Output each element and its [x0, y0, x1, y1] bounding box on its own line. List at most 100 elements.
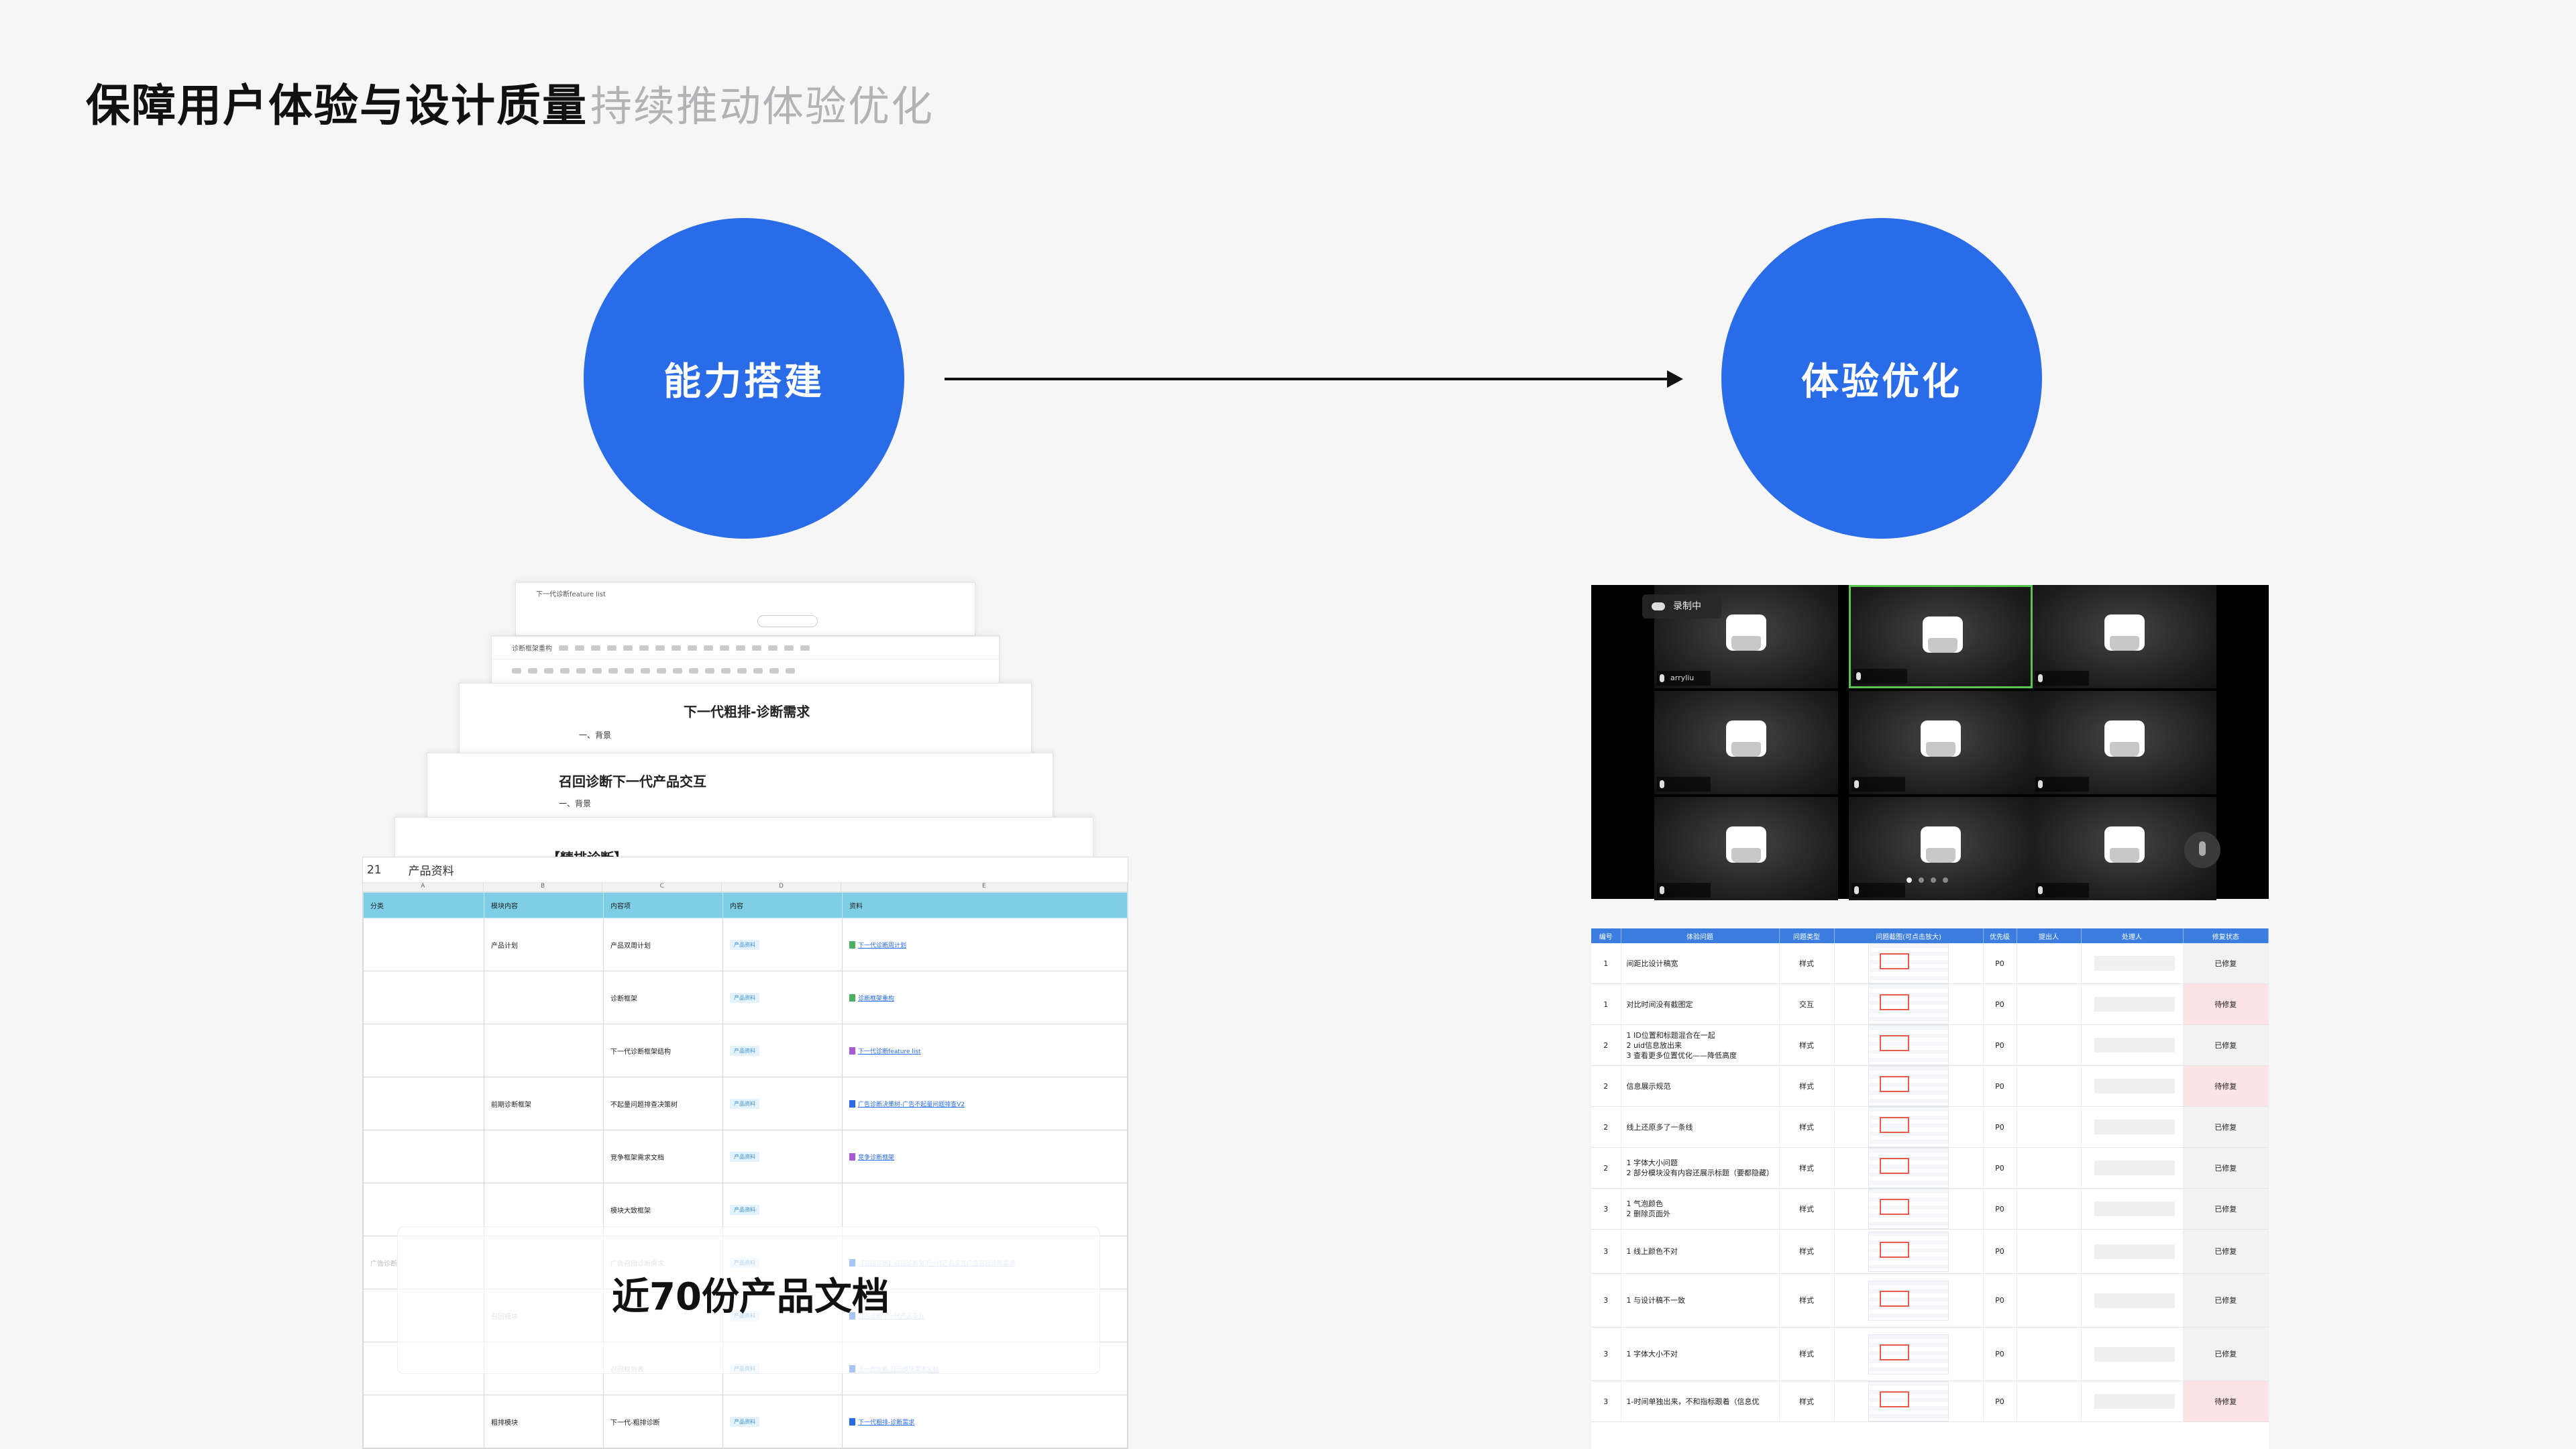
issue-reporter	[2017, 1273, 2082, 1328]
issue-reporter	[2017, 1106, 2082, 1148]
doc-link[interactable]: 下一代诊断feature list	[858, 1048, 921, 1055]
issues-header-cell[interactable]: 编号	[1591, 928, 1621, 943]
issue-status[interactable]: 已修复	[2183, 1106, 2269, 1148]
participant-tile[interactable]	[1849, 691, 2033, 794]
issue-status[interactable]: 待修复	[2183, 1065, 2269, 1107]
issues-header-cell[interactable]: 处理人	[2081, 928, 2184, 943]
issue-assignee-cell	[2081, 983, 2184, 1025]
issue-type: 样式	[1779, 1065, 1835, 1107]
issues-header-cell[interactable]: 提出人	[2017, 928, 2082, 943]
mic-icon	[1854, 886, 1859, 894]
issue-screenshot[interactable]	[1868, 1334, 1949, 1375]
sheet-cell-module	[484, 1130, 604, 1183]
issues-header-cell[interactable]: 问题截图(可点击放大)	[1834, 928, 1984, 943]
issue-screenshot[interactable]	[1868, 984, 1949, 1024]
doc-link[interactable]: 下一代诊断周计划	[858, 942, 907, 949]
issue-description: 信息展示规范	[1621, 1065, 1780, 1107]
issue-screenshot[interactable]	[1868, 943, 1949, 983]
doc-link[interactable]: 下一代粗排-诊断需求	[858, 1419, 915, 1426]
doc-link[interactable]: 竞争诊断框架	[858, 1154, 895, 1161]
sheet-cell-tag: 产品资料	[722, 1077, 843, 1130]
issues-header-cell[interactable]: 问题类型	[1779, 928, 1835, 943]
doc-file-icon	[849, 1153, 855, 1161]
participant-namebar: arryliu	[1657, 671, 1711, 686]
issue-screenshot[interactable]	[1868, 1148, 1949, 1188]
doc-card-section: 一、背景	[559, 799, 592, 808]
issue-type: 交互	[1779, 983, 1835, 1025]
sheet-row: 诊断框架产品资料诊断框架重构	[363, 971, 1128, 1024]
issue-number: 3	[1591, 1327, 1621, 1381]
participant-tile[interactable]	[1654, 797, 1838, 900]
participant-avatar	[2104, 720, 2145, 757]
docs-count-overlay	[397, 1226, 1100, 1374]
participant-namebar	[1851, 883, 1905, 898]
issues-header-cell[interactable]: 修复状态	[2183, 928, 2269, 943]
sheet-cell-category	[363, 1024, 484, 1077]
sheet-cell-category	[363, 971, 484, 1024]
participant-tile[interactable]	[1849, 797, 2033, 900]
issue-screenshot[interactable]	[1868, 1066, 1949, 1106]
issue-status[interactable]: 已修复	[2183, 1229, 2269, 1274]
page-dots[interactable]	[1907, 877, 1948, 883]
mindmap-node	[757, 615, 818, 627]
issue-type: 样式	[1779, 943, 1835, 984]
mute-button[interactable]	[2184, 832, 2220, 868]
issue-status[interactable]: 待修复	[2183, 1381, 2269, 1422]
participant-namebar	[1851, 777, 1905, 792]
issue-screenshot[interactable]	[1868, 1231, 1949, 1272]
issues-table: 编号 体验问题 问题类型 问题截图(可点击放大) 优先级 提出人 处理人 修复状…	[1591, 928, 2269, 1422]
issue-status[interactable]: 已修复	[2183, 943, 2269, 984]
sheet-row: 下一代诊断框架结构产品资料下一代诊断feature list	[363, 1024, 1128, 1077]
issues-header-cell[interactable]: 体验问题	[1621, 928, 1780, 943]
sheet-cell-module	[484, 971, 604, 1024]
issue-screenshot-cell	[1834, 943, 1984, 984]
doc-card-feature-list: 下一代诊断feature list	[515, 582, 975, 636]
issue-reporter	[2017, 1381, 2082, 1422]
sheet-name: 产品资料	[408, 865, 454, 878]
issue-screenshot-cell	[1834, 1273, 1984, 1328]
product-doc-tag: 产品资料	[730, 1045, 759, 1056]
issue-description: 1-时间单独出来，不和指标跟着（信息优	[1621, 1381, 1780, 1422]
issue-status[interactable]: 已修复	[2183, 1273, 2269, 1328]
participant-tile[interactable]	[1849, 585, 2033, 688]
participant-avatar	[1726, 826, 1766, 863]
issue-status[interactable]: 已修复	[2183, 1188, 2269, 1230]
sheet-row-number: 21	[367, 863, 382, 877]
issue-status[interactable]: 待修复	[2183, 983, 2269, 1025]
participant-tile[interactable]	[2033, 691, 2216, 794]
issue-priority: P0	[1983, 1147, 2017, 1189]
recording-indicator: 录制中	[1642, 594, 1721, 619]
participant-avatar	[2104, 614, 2145, 651]
issue-screenshot[interactable]	[1868, 1280, 1949, 1321]
issue-number: 2	[1591, 1106, 1621, 1148]
participant-tile[interactable]	[1654, 691, 1838, 794]
issue-screenshot[interactable]	[1868, 1025, 1949, 1065]
issue-status[interactable]: 已修复	[2183, 1147, 2269, 1189]
issue-screenshot[interactable]	[1868, 1189, 1949, 1229]
issue-screenshot[interactable]	[1868, 1381, 1949, 1421]
doc-card-recall: 召回诊断下一代产品交互 一、背景	[427, 753, 1053, 828]
issue-assignee-cell	[2081, 1188, 2184, 1230]
issue-status[interactable]: 已修复	[2183, 1327, 2269, 1381]
flow-arrow	[945, 370, 1683, 388]
doc-link[interactable]: 诊断框架重构	[858, 995, 895, 1002]
sheet-row: 竞争框架需求文档产品资料竞争诊断框架	[363, 1130, 1128, 1183]
issues-header-cell[interactable]: 优先级	[1983, 928, 2017, 943]
issue-status[interactable]: 已修复	[2183, 1024, 2269, 1066]
participant-tile[interactable]	[2033, 585, 2216, 688]
issue-screenshot[interactable]	[1868, 1107, 1949, 1147]
issue-assignee	[2094, 956, 2175, 971]
doc-link[interactable]: 广告诊断决策树-广告不起量问题排查V2	[858, 1101, 965, 1108]
mic-icon	[1854, 780, 1859, 788]
